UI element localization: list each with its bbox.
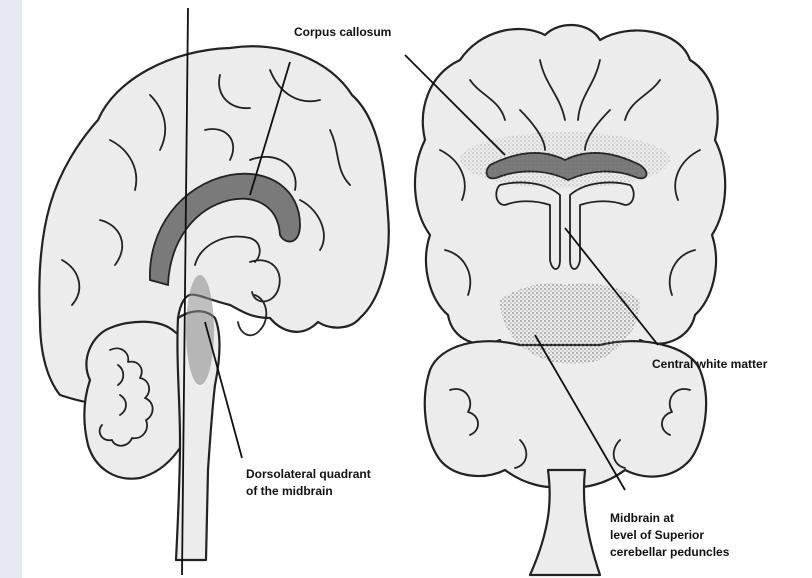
- slide-edge: [0, 0, 22, 578]
- central-white-matter-label: Central white matter: [652, 356, 767, 373]
- dorsolateral-label-line1: Dorsolateral quadrant: [246, 466, 371, 483]
- dorsolateral-label-line2: of the midbrain: [246, 483, 333, 500]
- coronal-brain: [415, 25, 725, 575]
- corpus-callosum-label: Corpus callosum: [294, 24, 391, 41]
- midbrain-label-line3: cerebellar peduncles: [610, 544, 729, 561]
- midbrain-label-line2: level of Superior: [610, 527, 704, 544]
- midbrain-label-line1: Midbrain at: [610, 510, 674, 527]
- dorsolateral-lesion: [186, 275, 214, 385]
- sagittal-brain: [39, 8, 388, 575]
